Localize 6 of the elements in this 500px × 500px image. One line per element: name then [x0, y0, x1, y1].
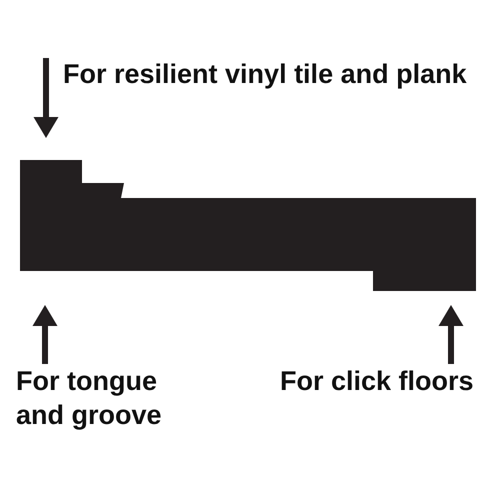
leader-arrow [32, 305, 58, 364]
leader-arrow [438, 305, 464, 364]
callout-label: For resilient vinyl tile and plank [63, 58, 467, 90]
leader-arrow [34, 58, 58, 138]
callout-label: For tongue and groove [16, 364, 168, 432]
callout-label: For click floors [280, 364, 478, 398]
